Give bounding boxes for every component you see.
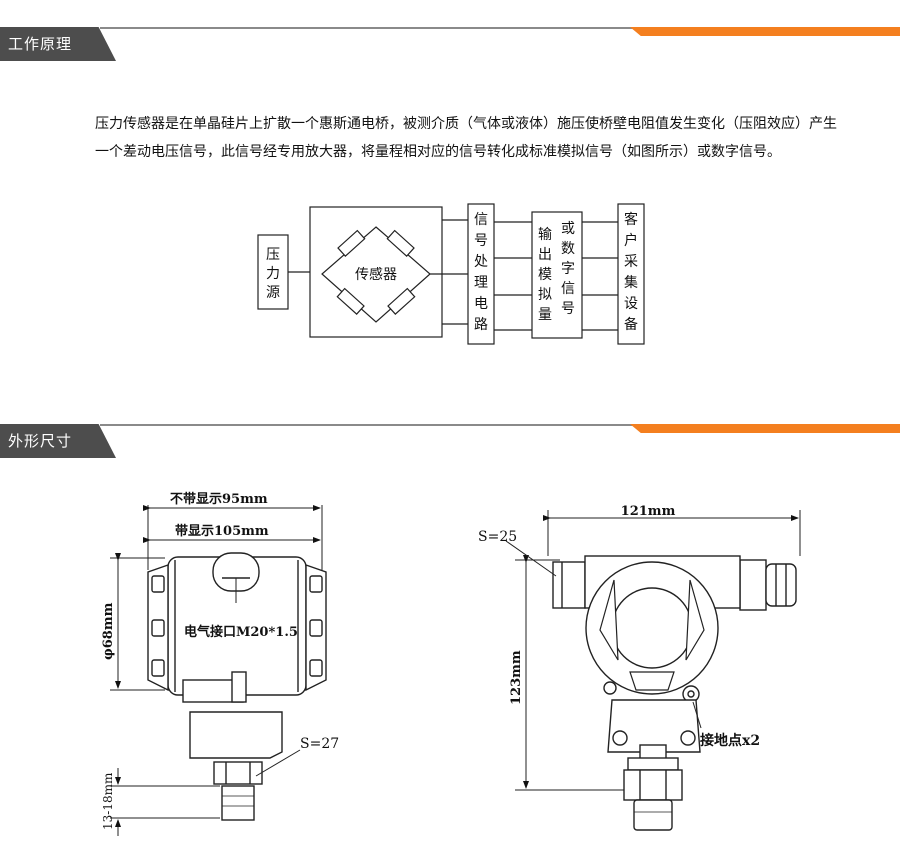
sensor-label: 传感器	[355, 266, 397, 283]
dimension-label: 123mm	[509, 650, 524, 705]
flow-label: 处	[474, 254, 488, 270]
flow-label: 信	[474, 212, 488, 228]
section-title: 外形尺寸	[8, 432, 73, 450]
flow-label: 出	[538, 247, 552, 263]
flow-label: 采	[624, 254, 638, 270]
section-header-principle: 工作原理	[0, 27, 900, 61]
flow-label: 备	[624, 316, 638, 333]
flow-labels: 压 力 源 传感器 信 号 处 理 电 路 输 出 模 拟 量 或 数 字 信 …	[266, 211, 638, 333]
flow-label: 电	[474, 296, 488, 312]
flow-label: 理	[474, 275, 488, 291]
section-title: 工作原理	[8, 35, 73, 53]
flow-label: 模	[538, 267, 552, 283]
bridge-diamond	[321, 226, 431, 323]
flow-label: 客	[624, 211, 638, 228]
sensor-box	[309, 206, 443, 338]
dimension-label: S=25	[478, 529, 517, 545]
flow-label: 量	[538, 307, 552, 323]
flow-label: 力	[266, 266, 280, 282]
accent-stripe	[630, 424, 900, 433]
dimension-label: 不带显示95mm	[170, 491, 268, 507]
intro-paragraph: 压力传感器是在单晶硅片上扩散一个惠斯通电桥，被测介质（气体或液体）施压使桥壁电阻…	[95, 116, 837, 160]
transmitter-side-view	[505, 510, 801, 831]
signal-flow-diagram	[257, 203, 645, 345]
section-header-dimensions: 外形尺寸	[0, 424, 900, 458]
dimension-label: 121mm	[621, 504, 676, 519]
dimension-label: φ68mm	[101, 602, 116, 660]
flow-label: 或	[561, 221, 575, 237]
transmitter-front-view	[110, 505, 327, 836]
section-tab: 工作原理	[0, 27, 116, 61]
section-tab: 外形尺寸	[0, 424, 116, 458]
flow-label: 数	[561, 241, 575, 257]
flow-label: 拟	[538, 287, 552, 303]
flow-label: 字	[561, 261, 575, 277]
right-drawing-labels: 121mm S=25 123mm 接地点x2	[478, 504, 760, 749]
flow-label: 信	[561, 281, 575, 297]
flow-label: 户	[624, 232, 638, 249]
accent-stripe	[630, 27, 900, 36]
divider	[100, 27, 900, 29]
dimension-label: S=27	[300, 736, 339, 752]
left-drawing-labels: 不带显示95mm 带显示105mm φ68mm 电气接口M20*1.5 S=27…	[101, 491, 339, 830]
flow-label: 源	[266, 285, 280, 301]
signal-circuit-box	[467, 203, 495, 345]
dimension-label: 带显示105mm	[175, 523, 269, 539]
ground-label: 接地点x2	[700, 732, 760, 749]
flow-label: 设	[624, 296, 638, 312]
dimension-label: 13-18mm	[101, 772, 115, 830]
output-box	[531, 211, 583, 339]
customer-equipment-box	[617, 203, 645, 345]
flow-label: 路	[474, 317, 488, 333]
flow-label: 集	[624, 274, 638, 291]
flow-label: 号	[474, 233, 488, 249]
flow-label: 压	[266, 247, 280, 263]
dimension-label: 电气接口M20*1.5	[184, 624, 298, 640]
flow-label: 号	[561, 301, 575, 317]
divider	[100, 424, 900, 426]
flow-label: 输	[538, 227, 552, 243]
